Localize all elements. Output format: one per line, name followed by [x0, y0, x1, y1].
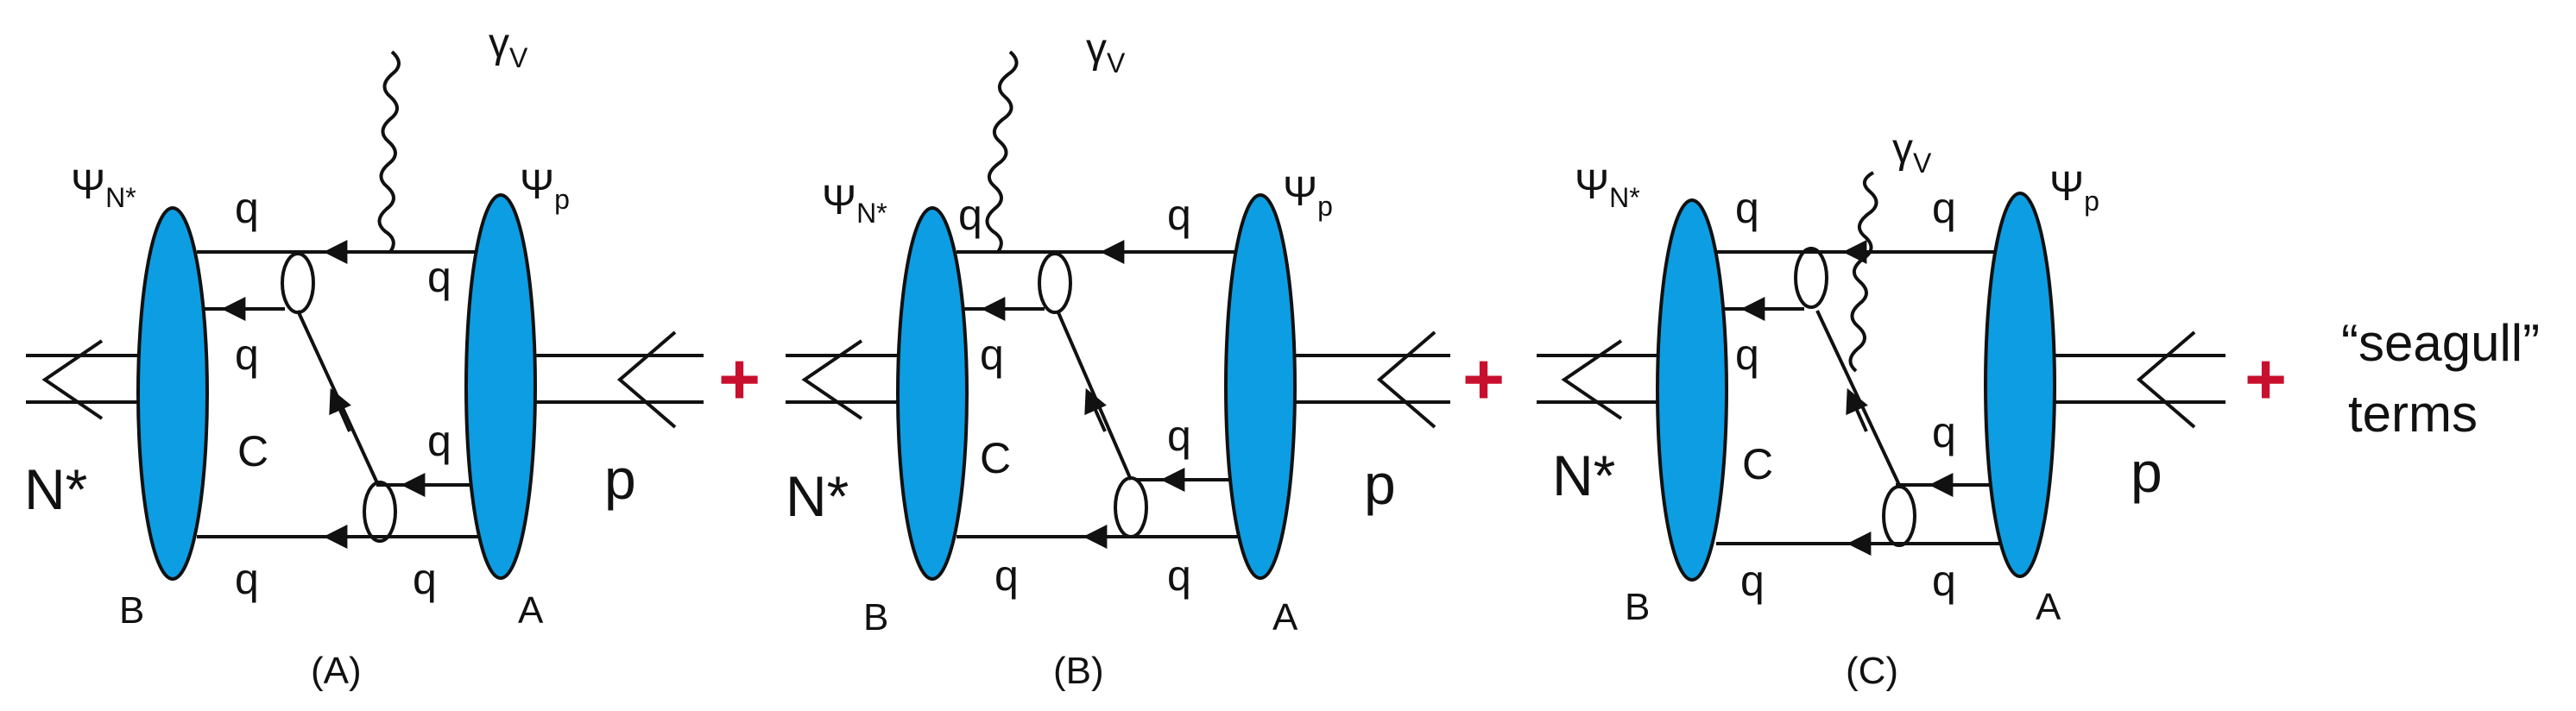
quark-label: q	[427, 417, 451, 465]
quark-label: q	[980, 330, 1004, 379]
quark-lines	[957, 250, 1241, 538]
quark-label: q	[1735, 184, 1759, 232]
blob-b-label: B	[1625, 586, 1650, 628]
svg-text:γV: γV	[489, 21, 528, 73]
quark-label: q	[235, 184, 259, 232]
blob-a	[1984, 192, 2056, 578]
proton-label: p	[1364, 452, 1396, 516]
diagram-c: ΨN* Ψp γV q q q q q q C N* p B A (C)	[1537, 126, 2226, 692]
quark-arrows	[1740, 240, 1964, 556]
quark-label: q	[1932, 557, 1956, 605]
nstar-label: N*	[24, 457, 87, 521]
psi-p: Ψ	[1283, 169, 1317, 215]
nstar-double-line	[1537, 339, 1666, 420]
diagram-b: ΨN* Ψp γV q q q q q q C N* p B A (B)	[786, 26, 1450, 692]
blob-a-label: A	[2036, 586, 2061, 628]
photon-sub: V	[509, 42, 528, 73]
proton-label: p	[2131, 440, 2162, 504]
photon-sub: V	[1107, 47, 1126, 79]
nstar-double-line	[786, 339, 906, 420]
blob-a	[1224, 193, 1297, 580]
svg-text:Ψp: Ψp	[520, 162, 570, 215]
quark-label: q	[413, 555, 437, 603]
blob-a-label: A	[1272, 596, 1298, 639]
quark-label: q	[1735, 330, 1759, 379]
photon-label: γ	[489, 21, 509, 66]
quark-label: q	[427, 253, 451, 301]
quark-label: q	[958, 191, 982, 239]
quark-label: q	[1932, 184, 1956, 232]
svg-text:Ψp: Ψp	[1283, 169, 1333, 222]
psi-nstar: Ψ	[71, 162, 105, 208]
quark-label: q	[235, 555, 259, 603]
terms-label: terms	[2348, 385, 2478, 443]
svg-text:Ψp: Ψp	[2049, 164, 2099, 217]
photon-label: γ	[1892, 126, 1913, 172]
quark-label: q	[1167, 412, 1191, 460]
psi-nstar: Ψ	[822, 178, 856, 223]
blob-a-label: A	[518, 589, 544, 632]
caption-c: (C)	[1846, 650, 1898, 692]
proton-double-line	[518, 330, 704, 429]
blob-b-label: B	[119, 589, 144, 632]
c-label: C	[237, 427, 268, 475]
gluon-loops	[1794, 247, 1916, 547]
quark-label: q	[235, 330, 259, 379]
quark-arrows	[221, 240, 436, 549]
quark-label: q	[1740, 557, 1765, 605]
photon-line	[1848, 171, 1878, 373]
gluon-loops	[281, 252, 397, 543]
photon-line	[985, 50, 1019, 254]
quark-label: q	[1167, 191, 1191, 239]
nstar-label: N*	[786, 464, 849, 528]
caption-b: (B)	[1053, 650, 1104, 692]
quark-lines	[1716, 250, 2001, 545]
blob-b	[1656, 198, 1728, 582]
svg-text:γV: γV	[1086, 26, 1126, 79]
quark-label: q	[1932, 408, 1956, 456]
plus-sign: +	[718, 338, 761, 419]
blob-b-label: B	[863, 596, 888, 639]
plus-sign: +	[2245, 338, 2287, 419]
psi-p-sub: p	[554, 184, 570, 215]
svg-text:ΨN*: ΨN*	[71, 162, 136, 213]
seagull-label: “seagull”	[2341, 314, 2540, 372]
photon-sub: V	[1913, 148, 1932, 179]
psi-p: Ψ	[2049, 164, 2084, 210]
quark-arrows	[981, 240, 1196, 549]
plus-sign: +	[1462, 338, 1505, 419]
blob-b	[136, 206, 209, 581]
proton-double-line	[2037, 330, 2226, 429]
psi-nstar-sub: N*	[105, 182, 136, 213]
svg-text:ΨN*: ΨN*	[822, 178, 887, 229]
c-label: C	[1742, 440, 1773, 488]
photon-label: γ	[1086, 26, 1107, 72]
proton-double-line	[1278, 330, 1450, 429]
svg-text:ΨN*: ΨN*	[1575, 162, 1640, 213]
nstar-double-line	[26, 339, 147, 420]
blob-b	[896, 206, 969, 581]
psi-p-sub: p	[2084, 186, 2099, 217]
svg-text:γV: γV	[1892, 126, 1932, 179]
psi-p-sub: p	[1317, 191, 1333, 222]
psi-nstar-sub: N*	[1609, 182, 1640, 213]
psi-nstar-sub: N*	[856, 198, 887, 229]
proton-label: p	[604, 447, 636, 511]
caption-a: (A)	[311, 650, 362, 692]
gluon-loops	[1038, 252, 1148, 538]
diagram-a: ΨN* Ψp γV q q q q q q C N* p B A (A)	[24, 21, 704, 692]
psi-p: Ψ	[520, 162, 554, 208]
blob-a	[464, 193, 537, 580]
psi-nstar: Ψ	[1575, 162, 1609, 208]
quark-label: q	[1167, 551, 1191, 600]
nstar-label: N*	[1552, 444, 1615, 507]
c-label: C	[980, 434, 1011, 482]
quark-label: q	[994, 551, 1019, 600]
photon-line	[377, 50, 401, 254]
